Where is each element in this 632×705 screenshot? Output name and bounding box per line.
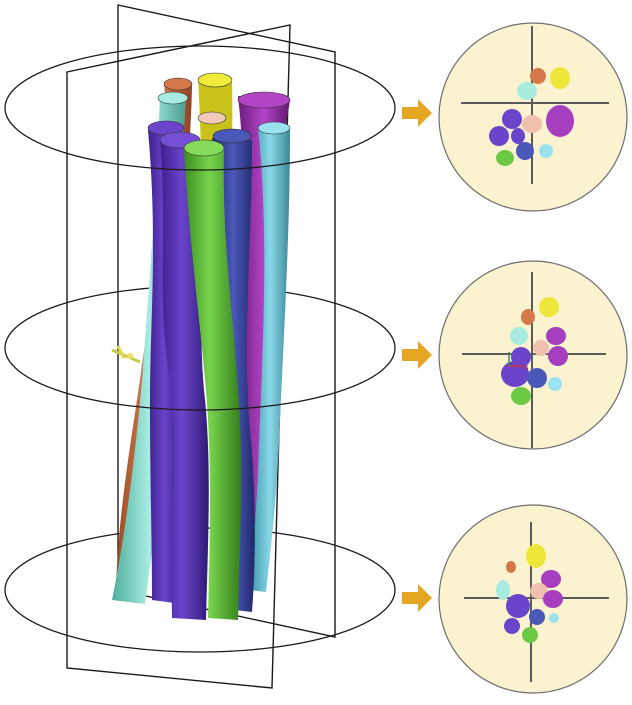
magenta-strand-section (543, 590, 563, 608)
right-arrow-icon (402, 341, 432, 369)
magenta-cap (237, 91, 291, 109)
cyan-strand (250, 128, 290, 592)
right-arrow-icon (402, 99, 432, 127)
axis-marker (111, 345, 141, 364)
plane-a (117, 4, 336, 638)
right-arrow-icon (402, 584, 432, 612)
magenta-strand-section (546, 105, 574, 137)
plane-b (66, 24, 291, 689)
navy-strand-section (516, 142, 534, 160)
peach-strand-section (533, 340, 549, 356)
top-ring-front (4, 107, 396, 171)
navy-strand-section (529, 609, 545, 625)
green-cap (183, 139, 225, 157)
orange-cap (163, 77, 193, 91)
top-ring-back (4, 45, 396, 109)
green-strand-section (522, 627, 538, 643)
strand-bundle (112, 78, 290, 620)
green-strand-section (511, 387, 531, 405)
violet-strand-section (511, 128, 525, 144)
orange-strand-section (506, 561, 516, 573)
peach-strand-section (522, 115, 542, 133)
cyan-strand-section (549, 613, 559, 623)
top-section (438, 22, 628, 212)
violet-strand-section (489, 126, 509, 146)
violet-strand-section (506, 594, 530, 618)
magenta-strand-section (541, 570, 561, 588)
orange-strand-section (521, 309, 535, 325)
yellow-strand-section (539, 297, 559, 317)
violet-strand-section (501, 361, 529, 387)
yellow-cap (197, 72, 233, 88)
yellow-strand-section (526, 544, 546, 568)
violet-strand-section (504, 618, 520, 634)
peach-cap (197, 111, 227, 125)
magenta-strand-section (546, 327, 566, 345)
mint-strand-section (510, 327, 528, 345)
violet-strand-section (502, 109, 522, 129)
bottom-section (438, 504, 628, 694)
cyan-strand-section (548, 377, 562, 391)
middle-section: x (438, 260, 628, 450)
middle-ring-front (4, 347, 396, 411)
mint-strand-section (496, 580, 510, 600)
green-strand (184, 148, 242, 620)
bottom-ring-front (4, 589, 396, 653)
orange-strand-section (530, 68, 546, 84)
navy-cap (212, 128, 252, 144)
peach-strand-section (530, 583, 548, 599)
strand-caps (147, 72, 291, 157)
yellow-strand-section (550, 67, 570, 89)
cutting-planes (66, 4, 336, 689)
navy-strand-section (527, 368, 547, 388)
axis-marker-label: x (525, 364, 529, 371)
mint-strand-section (517, 82, 537, 100)
axis-marker: x (508, 352, 529, 371)
cyan-strand-section (539, 144, 553, 158)
magenta-strand-section (548, 346, 568, 366)
cyan-cap (257, 121, 291, 135)
cutting-rings-front (4, 107, 396, 653)
section-arrows (402, 99, 432, 612)
mint-cap (157, 91, 189, 105)
green-strand-section (496, 150, 514, 166)
